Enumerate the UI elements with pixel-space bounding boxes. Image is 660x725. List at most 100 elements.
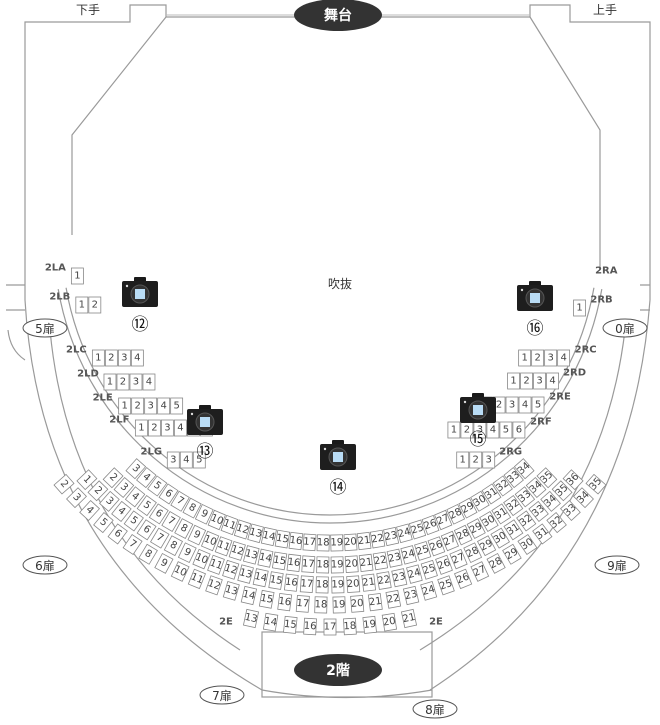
seat[interactable]: 28 [486,552,506,574]
seat[interactable]: 9 [177,542,197,564]
camera-point-15[interactable]: ⑮ [460,393,496,450]
seat[interactable]: 25 [437,575,455,596]
seat[interactable]: 32 [516,510,537,532]
seat[interactable]: 3 [125,458,147,480]
seat[interactable]: 18 [315,576,329,594]
seat[interactable]: 11 [207,554,225,575]
seat[interactable]: 24 [396,523,413,544]
seat[interactable]: 14 [262,612,279,632]
seat[interactable]: 3 [533,372,546,390]
seat[interactable]: 7 [161,511,181,532]
seat[interactable]: 8 [138,543,158,565]
seat[interactable]: 24 [406,564,423,584]
seat[interactable]: 22 [385,589,402,609]
seat[interactable]: 17 [323,618,337,636]
seat[interactable]: 29 [458,497,478,519]
seat[interactable]: 27 [470,561,490,582]
seat[interactable]: 2 [87,480,109,502]
seat[interactable]: 3 [144,397,158,415]
seat[interactable]: 4 [111,500,132,522]
seat[interactable]: 2 [469,451,483,469]
seat[interactable]: 3 [166,451,180,469]
seat[interactable]: 13 [237,564,254,584]
seat[interactable]: 4 [486,421,500,439]
seat[interactable]: 4 [142,373,156,391]
seat[interactable]: 18 [314,596,328,614]
seat[interactable]: 5 [531,396,545,414]
seat[interactable]: 3 [117,349,131,367]
seat[interactable]: 30 [479,511,499,532]
seat[interactable]: 14 [257,548,274,568]
seat[interactable]: 4 [173,419,187,437]
seat[interactable]: 1 [118,397,132,415]
seat[interactable]: 19 [362,615,377,634]
seat[interactable]: 3 [66,487,87,509]
seat[interactable]: 21 [358,553,374,572]
seat[interactable]: 10 [192,548,211,570]
seat[interactable]: 17 [299,575,314,594]
seat[interactable]: 13 [242,608,260,629]
seat[interactable]: 5 [499,421,513,439]
seat[interactable]: 1 [447,421,461,439]
seat[interactable]: 31 [503,519,524,541]
seat[interactable]: 28 [453,524,473,546]
seat[interactable]: 28 [446,503,466,525]
seat[interactable]: 24 [420,581,438,601]
seat[interactable]: 3 [482,451,496,469]
seat[interactable]: 6 [107,523,128,545]
seat[interactable]: 26 [454,568,473,590]
seat[interactable]: 26 [421,514,440,536]
seat[interactable]: 4 [546,372,559,390]
seat[interactable]: 13 [222,581,240,601]
seat[interactable]: 6 [148,503,169,525]
seat[interactable]: 3 [544,349,558,367]
seat[interactable]: 27 [449,548,468,570]
seat[interactable]: 15 [268,571,284,590]
seat[interactable]: 19 [332,596,346,614]
seat[interactable]: 27 [434,509,453,531]
seat[interactable]: 31 [491,503,512,525]
seat[interactable]: 24 [400,545,418,565]
seat[interactable]: 4 [136,467,157,489]
seat[interactable]: 23 [391,568,408,588]
seat[interactable]: 4 [179,451,193,469]
seat[interactable]: 16 [277,592,293,612]
seat[interactable]: 21 [361,573,377,592]
seat[interactable]: 3 [505,396,519,414]
seat[interactable]: 15 [258,589,275,609]
seat[interactable]: 3 [99,490,120,512]
seat[interactable]: 2 [53,473,75,495]
seat[interactable]: 22 [369,529,386,549]
seat[interactable]: 35 [585,473,607,495]
seat[interactable]: 5 [123,510,144,532]
seat[interactable]: 36 [562,469,584,491]
seat[interactable]: 28 [463,542,483,564]
seat[interactable]: 19 [330,534,344,552]
seat[interactable]: 7 [122,533,143,556]
seat[interactable]: 8 [182,497,202,519]
seat[interactable]: 33 [560,499,581,522]
seat[interactable]: 3 [113,476,135,499]
seat[interactable]: 25 [414,540,432,561]
seat[interactable]: 15 [274,529,291,549]
seat[interactable]: 9 [154,552,174,574]
seat[interactable]: 15 [283,615,298,634]
seat[interactable]: 12 [205,575,223,596]
seat[interactable]: 1 [518,349,532,367]
seat[interactable]: 4 [518,396,532,414]
seat[interactable]: 21 [400,608,418,629]
seat[interactable]: 5 [192,451,206,469]
seat[interactable]: 19 [330,556,344,574]
seat[interactable]: 4 [557,349,571,367]
seat[interactable]: 11 [214,536,233,557]
camera-point-16[interactable]: ⑯ [517,281,553,339]
seat[interactable]: 25 [420,559,438,580]
seat[interactable]: 4 [79,499,100,522]
camera-point-12[interactable]: ⑫ [122,277,158,335]
seat[interactable]: 23 [402,585,420,606]
seat[interactable]: 17 [302,533,317,552]
seat[interactable]: 32 [546,512,567,534]
seat[interactable]: 16 [283,573,299,592]
seat[interactable]: 21 [367,592,383,612]
seat[interactable]: 27 [440,530,460,552]
